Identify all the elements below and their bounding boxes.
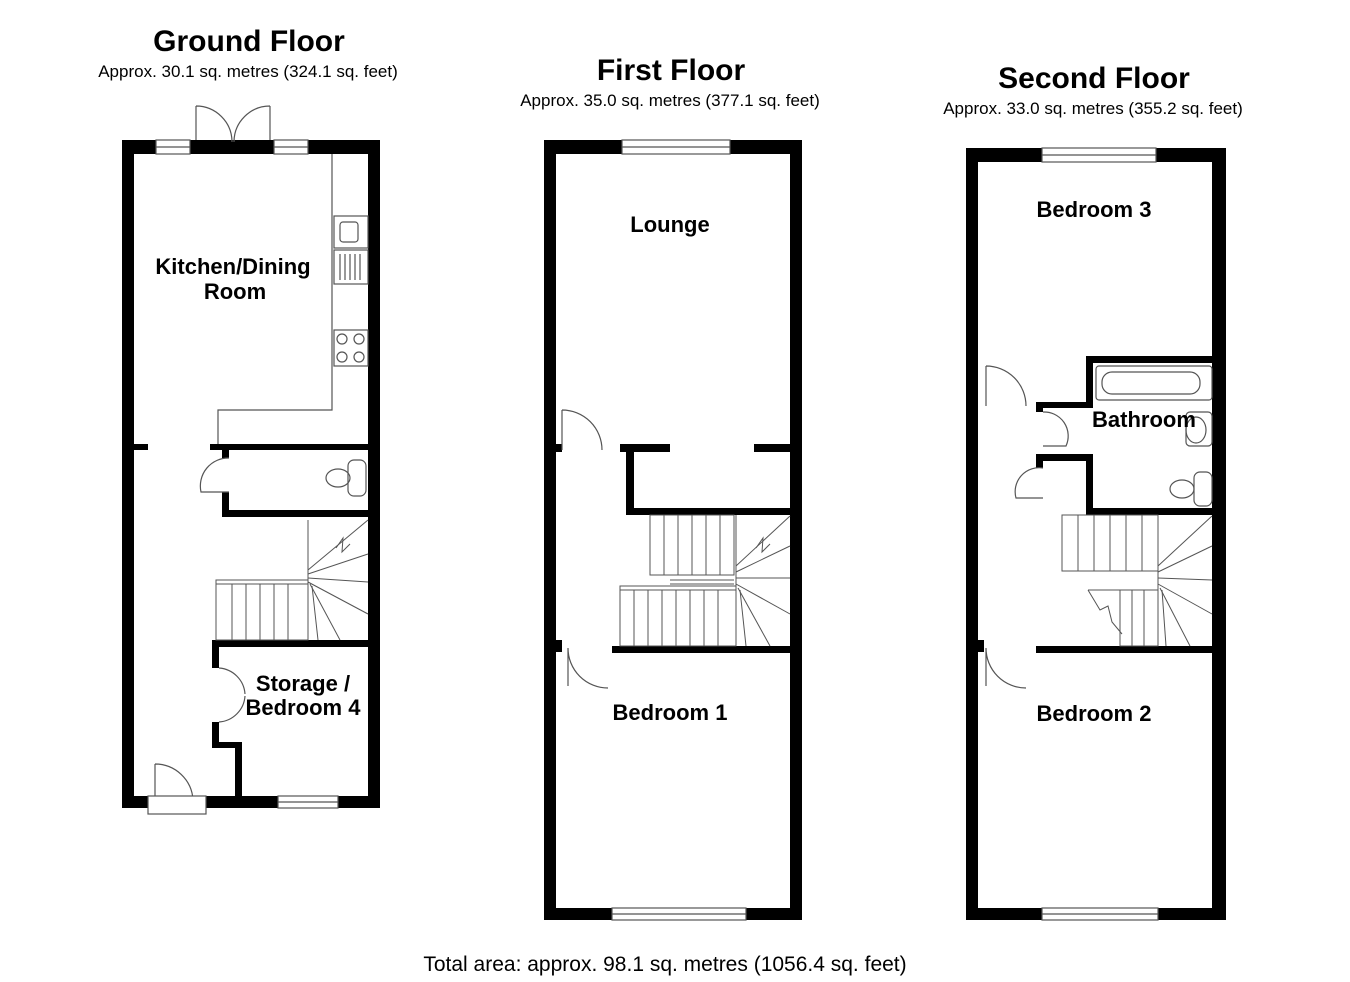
second-floor-stairs [1061,514,1213,647]
ground-floor-title: Ground Floor [153,25,345,58]
second-floor-plan: Bedroom 3 Bathroom Bedroom 2 [966,147,1226,921]
room-label-bedroom-4: Bedroom 4 [246,695,362,720]
second-floor-area: Approx. 33.0 sq. metres (355.2 sq. feet) [943,99,1243,118]
room-label-bedroom-2: Bedroom 2 [1037,701,1152,726]
second-floor-walls [966,148,1226,920]
room-label-storage: Storage / [256,671,350,696]
second-floor-windows [1041,147,1159,921]
first-floor-plan: Lounge Bedroom 1 [544,139,802,921]
ground-floor-area: Approx. 30.1 sq. metres (324.1 sq. feet) [98,62,398,81]
first-floor-windows [611,139,747,921]
first-floor-walls [544,140,802,920]
ground-floor-stairs [215,519,369,641]
ground-floor-doors [147,105,367,815]
room-label-lounge: Lounge [630,212,709,237]
ground-floor-windows [155,139,339,809]
second-floor-doors [985,365,1069,689]
room-label-bathroom: Bathroom [1092,407,1196,432]
ground-floor-walls [122,140,380,808]
total-area: Total area: approx. 98.1 sq. metres (105… [423,953,907,976]
room-label-kitchen-dining: Kitchen/Dining [155,254,310,279]
ground-floor-plan: Kitchen/Dining Room Storage / Bedroom 4 [122,105,380,815]
first-floor-doors [561,409,609,689]
first-floor-area: Approx. 35.0 sq. metres (377.1 sq. feet) [520,91,820,110]
first-floor-stairs [619,514,791,647]
bathroom-fixtures [1095,365,1213,507]
first-floor-title: First Floor [596,54,746,87]
kitchen-fixtures [217,154,369,444]
room-label-bedroom-3: Bedroom 3 [1037,197,1152,222]
room-label-kitchen-dining-line2: Room [204,279,266,304]
second-floor-title: Second Floor [998,62,1190,95]
room-label-bedroom-1: Bedroom 1 [613,700,728,725]
